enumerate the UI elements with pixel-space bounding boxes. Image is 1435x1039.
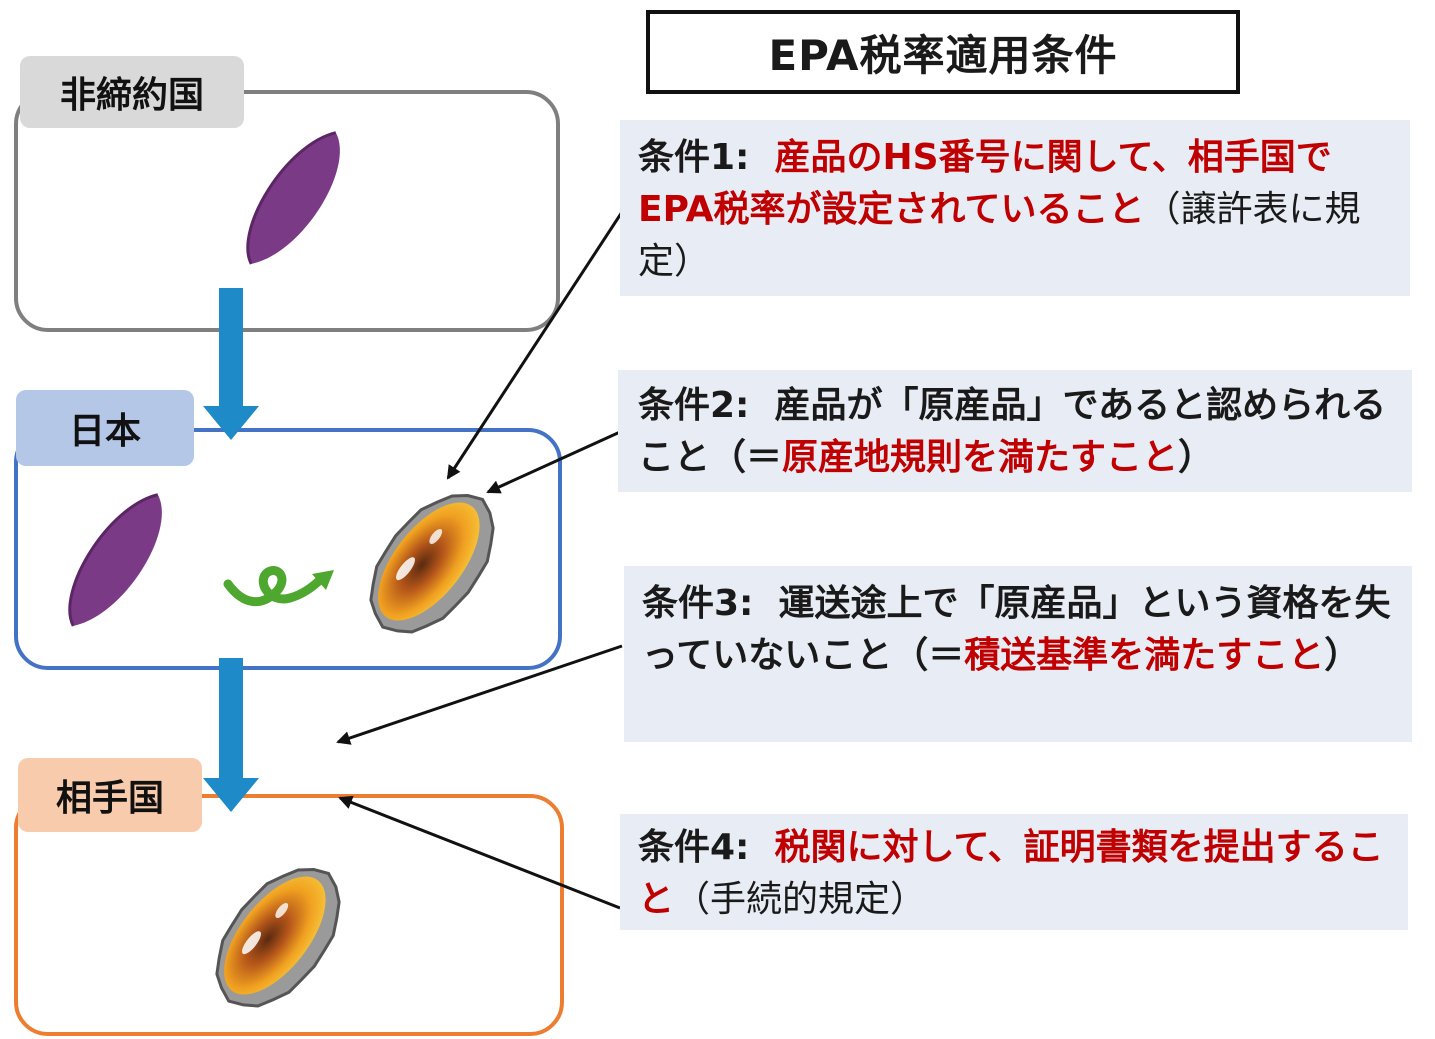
condition-1-panel: 条件1: 産品のHS番号に関して、相手国でEPA税率が設定されていること（譲許表…	[620, 120, 1410, 296]
page-title: EPA税率適用条件	[768, 30, 1118, 80]
condition-text: 運送途上で「原産品」という資格を失っていないこと（＝	[642, 583, 1391, 676]
partner-frame	[14, 794, 564, 1036]
condition-red-text: 原産地規則を満たすこと	[782, 437, 1179, 478]
country-label-partner: 相手国	[55, 778, 164, 819]
country-label-nonparty: 非締約国	[59, 75, 204, 116]
condition-text: 産品が「原産品」であると認められること（＝	[638, 385, 1387, 478]
condition-4-panel: 条件4: 税関に対して、証明書類を提出すること（手続的規定）	[620, 814, 1408, 930]
condition-label: 条件3:	[642, 583, 754, 624]
country-label-japan: 日本	[68, 411, 141, 452]
japan-frame	[14, 428, 562, 670]
condition-label: 条件1:	[638, 137, 750, 178]
condition-red-text: 積送基準を満たすこと	[964, 635, 1325, 676]
condition-3-panel: 条件3: 運送途上で「原産品」という資格を失っていないこと（＝積送基準を満たすこ…	[624, 566, 1412, 742]
condition-label: 条件4:	[638, 827, 750, 868]
country-tag-nonparty: 非締約国	[20, 56, 244, 128]
title-box: EPA税率適用条件	[646, 10, 1240, 94]
flow-arrow-japan-to-partner	[203, 658, 259, 812]
condition-red-text: 税関に対して、証明書類を提出すること	[638, 827, 1384, 920]
nonparty-frame	[14, 90, 560, 332]
condition-text: ）	[1178, 437, 1215, 478]
condition-text: ）	[1324, 635, 1361, 676]
condition-2-panel: 条件2: 産品が「原産品」であると認められること（＝原産地規則を満たすこと）	[618, 370, 1412, 492]
country-tag-partner: 相手国	[18, 758, 202, 832]
condition-text: （手続的規定）	[674, 879, 927, 920]
country-tag-japan: 日本	[16, 390, 194, 466]
condition-text: （譲許表に規定）	[638, 189, 1361, 282]
condition-red-text: 産品のHS番号に関して、相手国でEPA税率が設定されていること	[638, 137, 1332, 230]
condition-label: 条件2:	[638, 385, 750, 426]
